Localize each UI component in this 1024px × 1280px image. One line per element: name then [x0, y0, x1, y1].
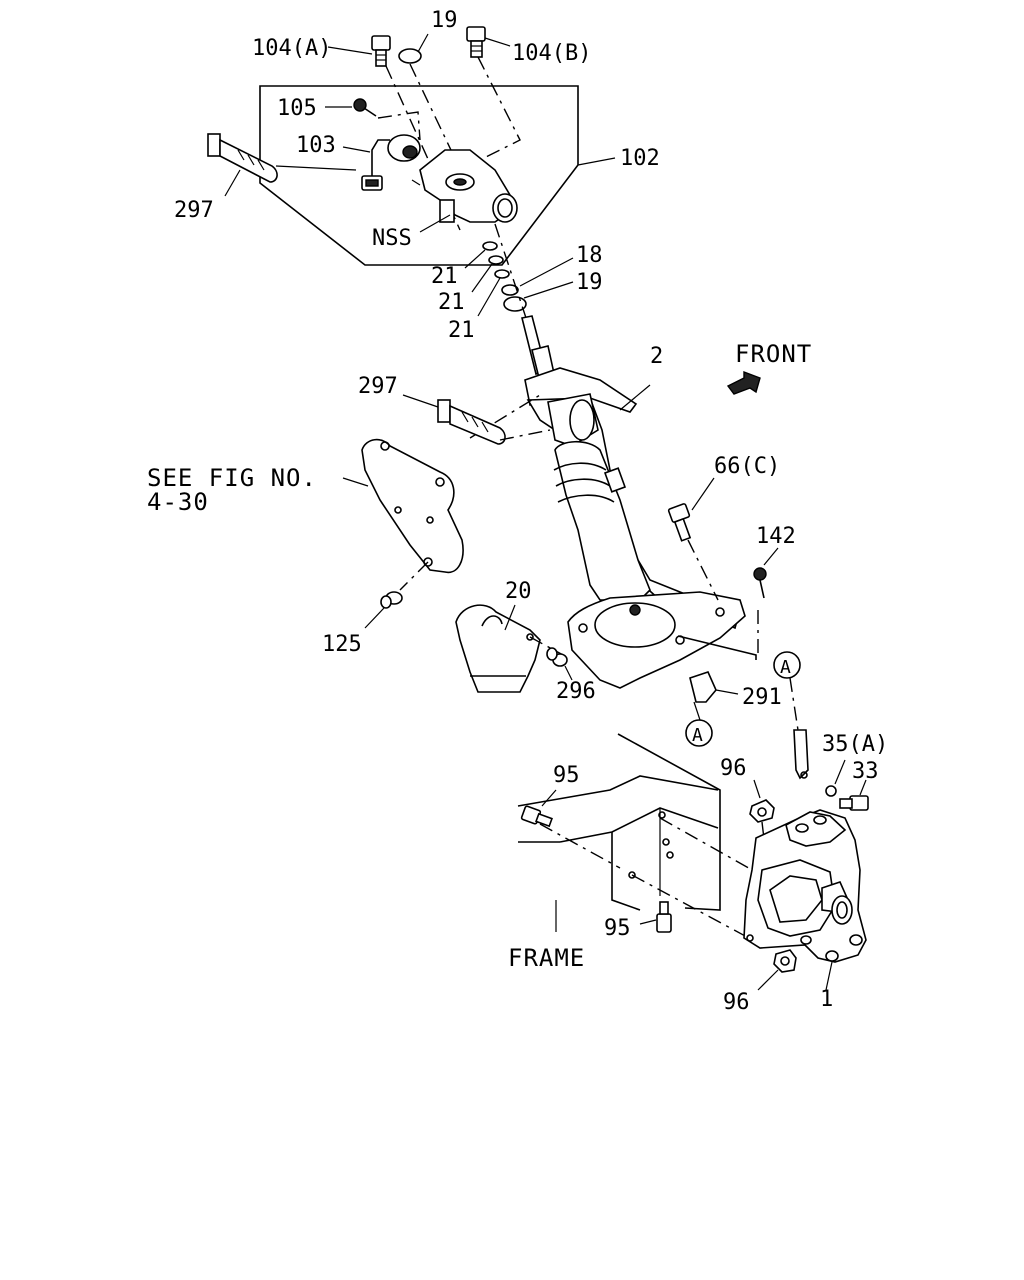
callout-21-c: 21: [448, 318, 475, 343]
callout-95-top: 95: [553, 763, 580, 788]
bolt-66c: [667, 477, 719, 601]
callout-291: 291: [742, 685, 782, 710]
callout-35a: 35(A): [822, 732, 888, 757]
ref-a-lower-label: A: [692, 725, 703, 746]
shift-tower-2: [469, 315, 746, 689]
washer-stack: [464, 223, 574, 331]
callout-142: 142: [756, 524, 796, 549]
labels: 104(A) 19 104(B) 105 103 102 297 NSS 21 …: [147, 8, 888, 1015]
callout-66c: 66(C): [714, 454, 780, 479]
bolt-33: [839, 779, 869, 811]
nut-96-bottom: [757, 949, 797, 991]
cover-20: [455, 604, 566, 693]
callout-21-b: 21: [438, 290, 465, 315]
callout-1: 1: [820, 987, 833, 1012]
callout-33: 33: [852, 759, 879, 784]
callout-125: 125: [322, 632, 362, 657]
assembly-102-box: [259, 85, 579, 266]
cover-plate: [342, 438, 464, 591]
front-label: FRONT: [735, 340, 812, 368]
callout-297-top: 297: [174, 198, 214, 223]
nut-96-top: [749, 779, 775, 857]
callout-95-bottom: 95: [604, 916, 631, 941]
clip-125: [364, 591, 403, 629]
callout-nss: NSS: [372, 226, 412, 251]
callout-104a: 104(A): [252, 36, 331, 61]
shift-unit-1: [743, 809, 867, 991]
rod-end: [793, 729, 846, 797]
frame: [517, 733, 771, 945]
bolt-95-bottom: [639, 901, 672, 933]
callout-21-a: 21: [431, 264, 458, 289]
callout-105: 105: [277, 96, 317, 121]
front-arrow: [726, 370, 761, 395]
callout-96-top: 96: [720, 756, 747, 781]
callout-296: 296: [556, 679, 596, 704]
bolt-104b: [466, 26, 521, 161]
ref-a-upper-label: A: [780, 657, 791, 678]
clip-296: [546, 647, 573, 681]
ref-circle-a-upper: [773, 651, 801, 731]
callout-2: 2: [650, 344, 663, 369]
switch-103: [342, 134, 421, 191]
callout-19-top: 19: [431, 8, 458, 33]
callout-18: 18: [576, 243, 603, 268]
callout-102: 102: [620, 146, 660, 171]
tie-strap-297-top: [207, 133, 357, 197]
clip-142: [753, 547, 779, 655]
housing-nss: [411, 149, 518, 233]
see-fig-line2: 4-30: [147, 488, 209, 516]
callout-96-bottom: 96: [723, 990, 750, 1015]
callout-297-mid: 297: [358, 374, 398, 399]
part-291: [677, 635, 757, 721]
callout-103: 103: [296, 133, 336, 158]
callout-19-mid: 19: [576, 270, 603, 295]
callout-104b: 104(B): [512, 41, 591, 66]
see-fig-line1: SEE FIG NO.: [147, 464, 317, 492]
screw-105: [325, 98, 421, 141]
callout-20: 20: [505, 579, 532, 604]
ref-circle-a-lower: [685, 719, 713, 747]
frame-label: FRAME: [508, 944, 585, 972]
tie-strap-297-mid: [402, 394, 551, 445]
bolt-95-top: [520, 789, 557, 828]
